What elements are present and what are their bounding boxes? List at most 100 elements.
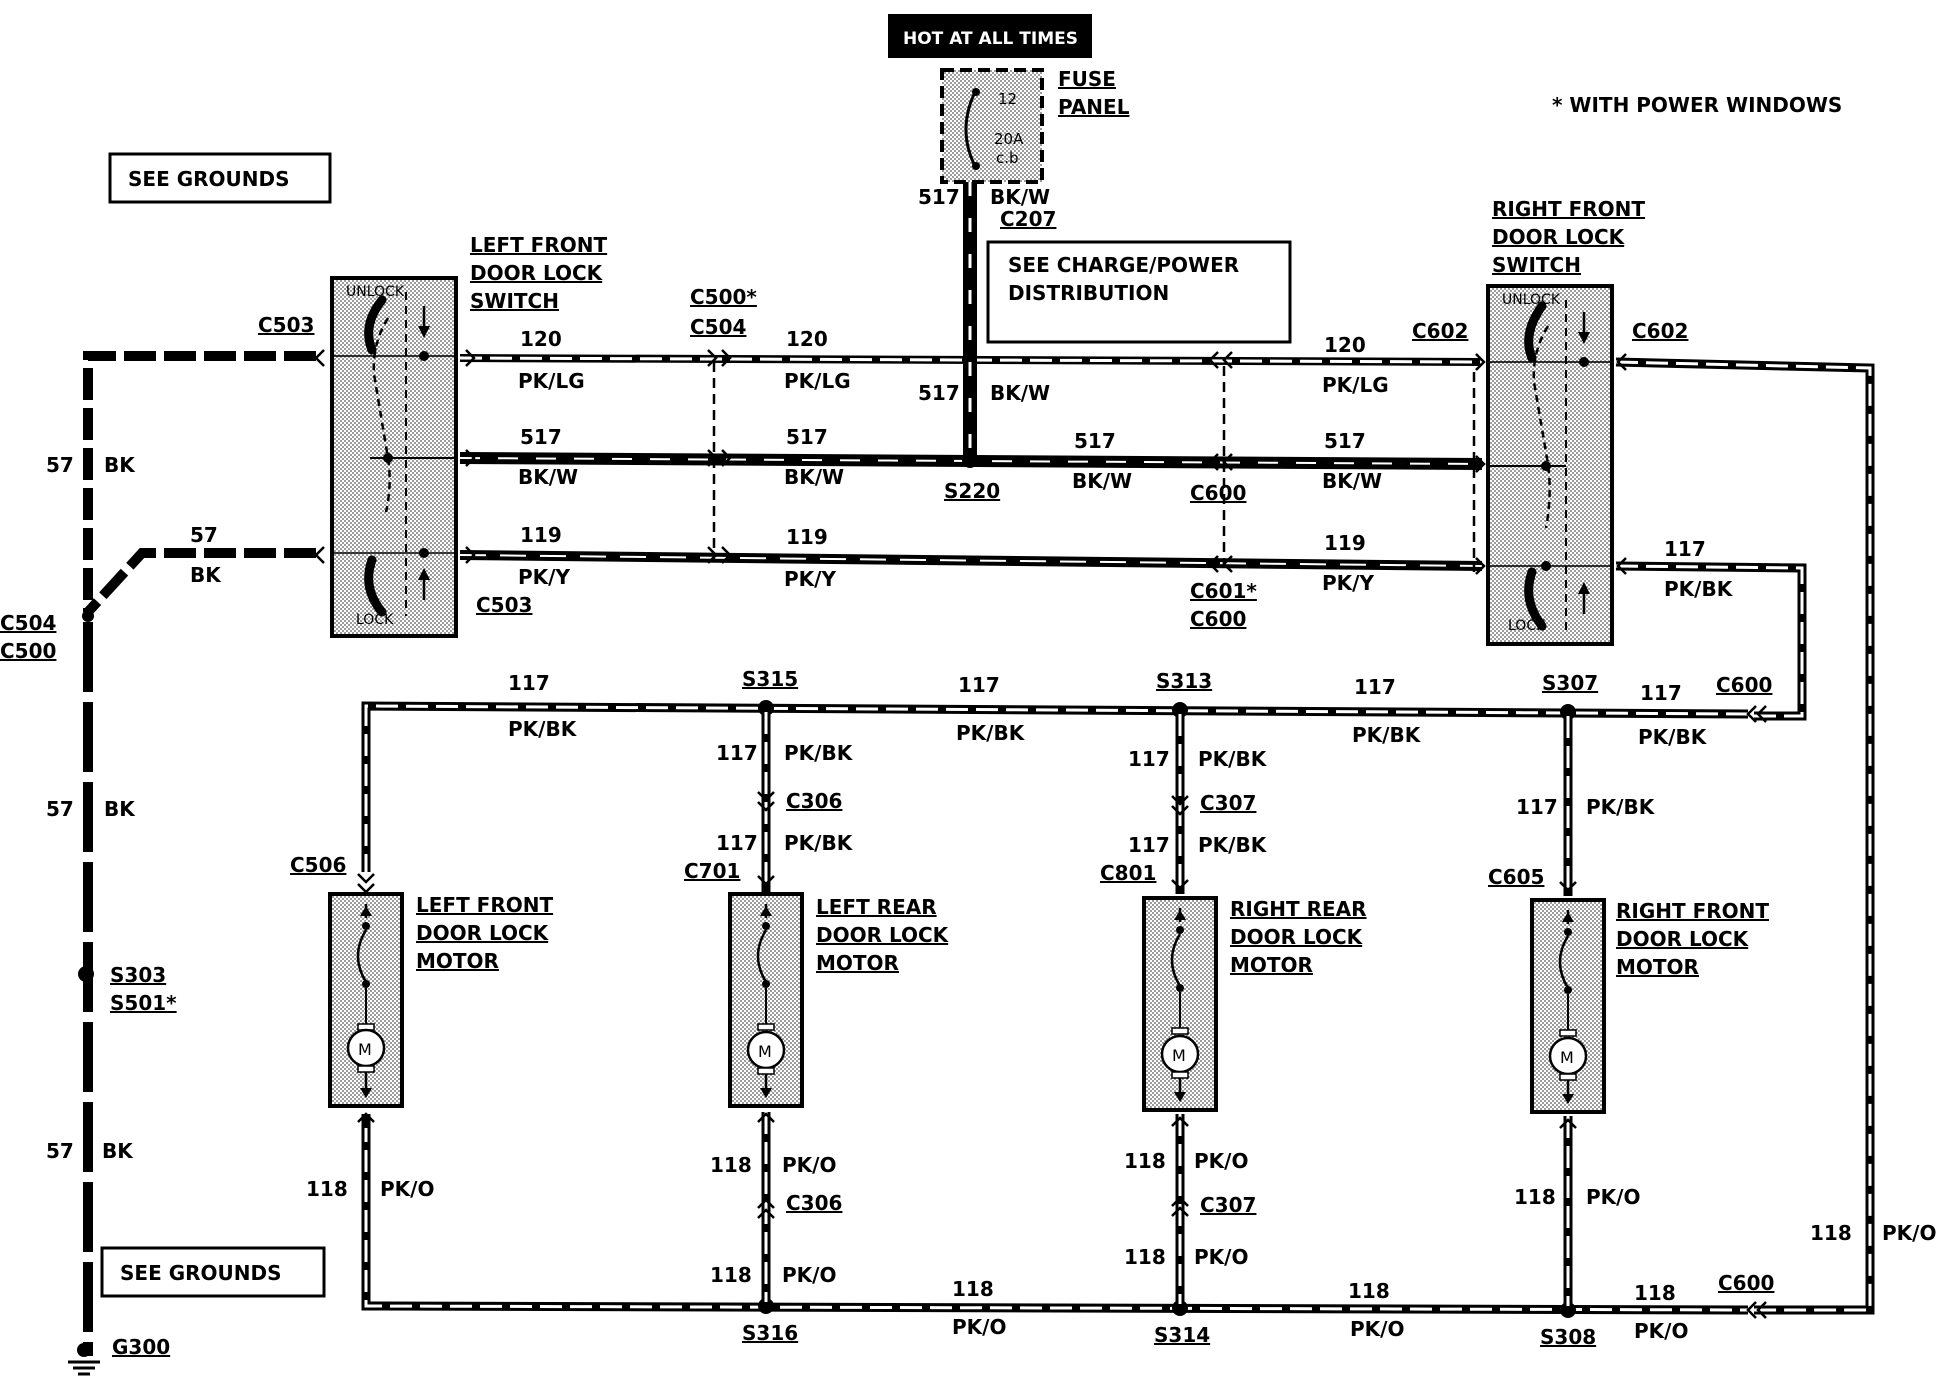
- right-rear-door-lock-motor: [1142, 896, 1218, 1112]
- label-pkbk-right: PK/BK: [1664, 577, 1734, 601]
- label-pklg-a: PK/LG: [518, 369, 585, 393]
- connector-c600-mid: C600: [1190, 481, 1246, 505]
- label-117-bus-d: 117: [1640, 681, 1682, 705]
- see-grounds-top-box: [108, 152, 332, 204]
- label-517-b: 517: [786, 425, 828, 449]
- fuse-panel-label-1: FUSE: [1058, 67, 1116, 91]
- label-118-bus-c: 118: [1634, 1281, 1676, 1305]
- connector-c506: C506: [290, 853, 346, 877]
- lf-switch-lock-label: LOCK: [356, 612, 394, 628]
- label-pko-lr-a: PK/O: [782, 1153, 836, 1177]
- ground-g300-label: G300: [112, 1335, 170, 1359]
- connector-c306-top: C306: [786, 789, 842, 813]
- rfm-motor-title-3: MOTOR: [1616, 955, 1699, 979]
- splice-s316-label: S316: [742, 1321, 798, 1345]
- right-front-door-lock-switch: [1486, 284, 1614, 646]
- fuse-number: 12: [998, 90, 1017, 108]
- label-pkbk-rfm: PK/BK: [1586, 795, 1656, 819]
- hot-at-all-times-badge: [888, 14, 1092, 58]
- lf-switch-title-1: LEFT FRONT: [470, 233, 607, 257]
- wire-117-pk-bk-bus: [361, 701, 1749, 872]
- label-117-lr-a: 117: [716, 741, 758, 765]
- label-118-lf: 118: [306, 1177, 348, 1201]
- lf-switch-title-2: DOOR LOCK: [470, 261, 604, 285]
- label-pko-bus-c: PK/O: [1634, 1319, 1688, 1343]
- lr-motor-title-1: LEFT REAR: [816, 895, 937, 919]
- rfm-motor-connectors: [1559, 881, 1577, 1129]
- label-117-bus-b: 117: [958, 673, 1000, 697]
- label-118-rfm: 118: [1514, 1185, 1556, 1209]
- connector-c602-right: C602: [1632, 319, 1688, 343]
- splice-s220: [962, 452, 978, 468]
- label-pko-lf: PK/O: [380, 1177, 434, 1201]
- connector-c602-bracket: [1472, 353, 1486, 575]
- fuse-terminal-top: [972, 88, 980, 96]
- label-pkbk-bus-b: PK/BK: [956, 721, 1026, 745]
- see-charge-line-2: DISTRIBUTION: [1008, 281, 1169, 305]
- splice-s501-label: S501*: [110, 991, 177, 1015]
- lf-motor-title-1: LEFT FRONT: [416, 893, 553, 917]
- splice-s315-label: S315: [742, 667, 798, 691]
- label-bk-a: BK: [104, 453, 136, 477]
- label-pko-right: PK/O: [1882, 1221, 1936, 1245]
- label-pklg-b: PK/LG: [784, 369, 851, 393]
- wire-118-pk-o-bus: [361, 1120, 1749, 1315]
- label-57-a: 57: [46, 453, 74, 477]
- see-grounds-top: SEE GROUNDS: [128, 167, 290, 191]
- label-pko-rr-a: PK/O: [1194, 1149, 1248, 1173]
- connector-c600-bracket: [1208, 351, 1233, 573]
- label-517-f: 517: [918, 185, 960, 209]
- label-118-right: 118: [1810, 1221, 1852, 1245]
- connector-c600-bottom: C600: [1718, 1271, 1774, 1295]
- rfm-motor-title-1: RIGHT FRONT: [1616, 899, 1769, 923]
- connector-c503-markers: [314, 349, 476, 564]
- right-front-door-lock-motor: [1530, 898, 1606, 1114]
- label-119-b: 119: [786, 525, 828, 549]
- connector-c500-star: C500*: [690, 285, 757, 309]
- motor-m-lr: M: [758, 1042, 772, 1061]
- splice-s313-label: S313: [1156, 669, 1212, 693]
- label-517-a: 517: [520, 425, 562, 449]
- fuse-terminal-bottom: [972, 162, 980, 170]
- see-grounds-bottom-box: [100, 1246, 326, 1298]
- label-118-lr-b: 118: [710, 1263, 752, 1287]
- label-517-e: 517: [918, 381, 960, 405]
- label-117-bus-c: 117: [1354, 675, 1396, 699]
- label-120-a: 120: [520, 327, 562, 351]
- label-pky-c: PK/Y: [1322, 571, 1374, 595]
- connector-c306-bottom: C306: [786, 1191, 842, 1215]
- lr-motor-connectors: [757, 791, 775, 1219]
- label-bkw-b: BK/W: [784, 465, 844, 489]
- label-119-a: 119: [520, 523, 562, 547]
- fuse-panel-label-2: PANEL: [1058, 95, 1130, 119]
- left-rear-door-lock-motor: [728, 892, 804, 1108]
- rfm-motor-title-2: DOOR LOCK: [1616, 927, 1750, 951]
- see-charge-line-1: SEE CHARGE/POWER: [1008, 253, 1239, 277]
- left-front-door-lock-switch: [330, 276, 458, 638]
- lr-motor-title-2: DOOR LOCK: [816, 923, 950, 947]
- fuse-symbol: [964, 89, 978, 169]
- splice-s303: [78, 966, 94, 982]
- connector-c503-top: C503: [258, 313, 314, 337]
- connector-c503-bottom: C503: [476, 593, 532, 617]
- label-pklg-c: PK/LG: [1322, 373, 1389, 397]
- connector-c504-left: C504: [0, 611, 56, 635]
- lf-switch-unlock-label: UNLOCK: [346, 284, 405, 300]
- label-pkbk-lr-b: PK/BK: [784, 831, 854, 855]
- label-bk-c: BK: [104, 797, 136, 821]
- label-pkbk-bus-d: PK/BK: [1638, 725, 1708, 749]
- motor-m-lf: M: [358, 1040, 372, 1059]
- rf-switch-lock-label: LOCK: [1508, 618, 1546, 634]
- see-charge-box: [986, 240, 1292, 344]
- label-bkw-a: BK/W: [518, 465, 578, 489]
- connector-c600-right: C600: [1716, 673, 1772, 697]
- label-118-lr-a: 118: [710, 1153, 752, 1177]
- fuse-type: c.b: [996, 149, 1019, 167]
- connector-c307-bottom: C307: [1200, 1193, 1256, 1217]
- label-517-c: 517: [1074, 429, 1116, 453]
- label-117-rr-a: 117: [1128, 747, 1170, 771]
- connector-c605: C605: [1488, 865, 1544, 889]
- motor-m-rr: M: [1172, 1046, 1186, 1065]
- label-117-lr-b: 117: [716, 831, 758, 855]
- splice-s308-label: S308: [1540, 1325, 1596, 1349]
